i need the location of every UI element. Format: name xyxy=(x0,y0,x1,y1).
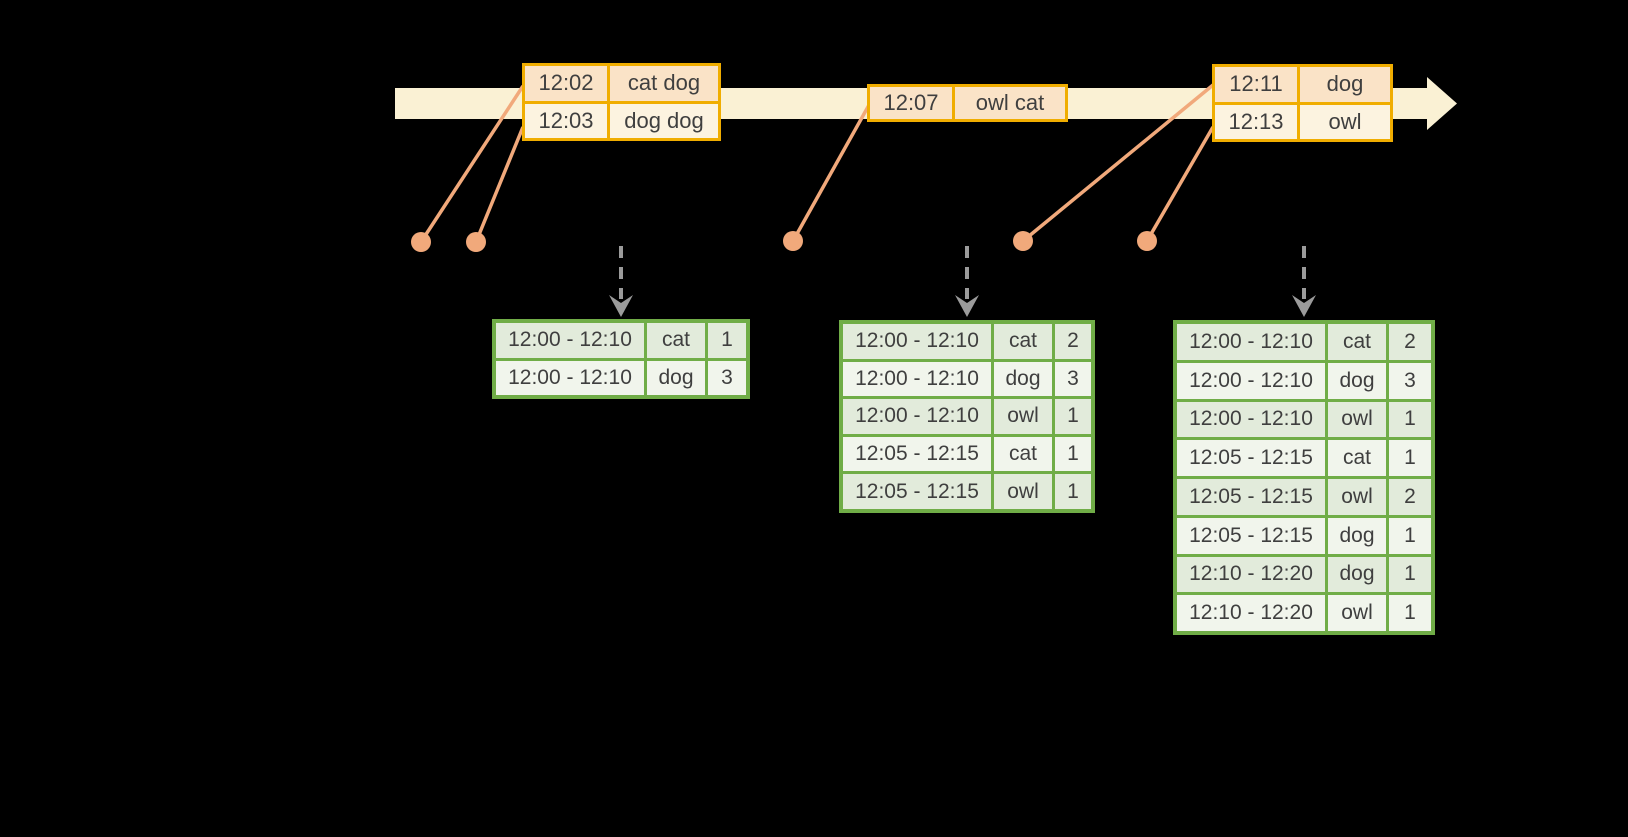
event-marker-dot xyxy=(1013,231,1033,251)
window-cell: 12:00 - 12:10 xyxy=(1177,324,1325,360)
word-cell: owl xyxy=(1328,479,1386,515)
time-cell: 12:11 xyxy=(1215,67,1297,102)
count-cell: 1 xyxy=(1389,595,1431,631)
event-marker-dot xyxy=(783,231,803,251)
count-cell: 1 xyxy=(1389,556,1431,593)
window-cell: 12:05 - 12:15 xyxy=(1177,517,1325,554)
window-cell: 12:00 - 12:10 xyxy=(1177,401,1325,438)
count-cell: 1 xyxy=(1055,399,1091,434)
word-cell: owl xyxy=(1328,595,1386,631)
count-cell: 2 xyxy=(1389,479,1431,515)
window-cell: 12:00 - 12:10 xyxy=(843,399,991,434)
window-cell: 12:05 - 12:15 xyxy=(1177,479,1325,515)
window-cell: 12:00 - 12:10 xyxy=(496,323,644,358)
words-cell: owl cat xyxy=(955,87,1065,119)
event-marker-line xyxy=(419,85,525,243)
words-cell: dog dog xyxy=(610,103,718,138)
event-marker-dot xyxy=(411,232,431,252)
window-cell: 12:05 - 12:15 xyxy=(843,474,991,509)
event-marker-dot xyxy=(1137,231,1157,251)
count-cell: 1 xyxy=(1055,474,1091,509)
time-cell: 12:03 xyxy=(525,103,607,138)
count-cell: 3 xyxy=(1389,362,1431,399)
window-cell: 12:05 - 12:15 xyxy=(1177,440,1325,476)
trigger-arrowhead-icon xyxy=(609,295,633,317)
count-cell: 1 xyxy=(1389,440,1431,476)
window-cell: 12:10 - 12:20 xyxy=(1177,595,1325,631)
word-cell: dog xyxy=(994,361,1052,397)
count-cell: 1 xyxy=(1055,436,1091,472)
count-cell: 3 xyxy=(1055,361,1091,397)
word-cell: dog xyxy=(1328,556,1386,593)
word-cell: dog xyxy=(1328,362,1386,399)
count-cell: 2 xyxy=(1389,324,1431,360)
words-cell: owl xyxy=(1300,104,1390,139)
event-marker-line xyxy=(1021,83,1215,243)
window-cell: 12:00 - 12:10 xyxy=(1177,362,1325,399)
count-cell: 1 xyxy=(708,323,746,358)
event-marker-line xyxy=(474,126,525,243)
word-cell: owl xyxy=(994,399,1052,434)
event-marker-line xyxy=(1145,126,1215,242)
window-cell: 12:00 - 12:10 xyxy=(843,361,991,397)
word-cell: cat xyxy=(1328,324,1386,360)
words-cell: cat dog xyxy=(610,66,718,101)
trigger-arrowhead-icon xyxy=(1292,295,1316,317)
window-cell: 12:00 - 12:10 xyxy=(843,324,991,359)
window-cell: 12:05 - 12:15 xyxy=(843,436,991,472)
time-cell: 12:13 xyxy=(1215,104,1297,139)
count-cell: 2 xyxy=(1055,324,1091,359)
count-cell: 1 xyxy=(1389,401,1431,438)
word-cell: cat xyxy=(647,323,705,358)
words-cell: dog xyxy=(1300,67,1390,102)
window-cell: 12:10 - 12:20 xyxy=(1177,556,1325,593)
word-cell: dog xyxy=(647,360,705,395)
word-cell: cat xyxy=(994,324,1052,359)
word-cell: cat xyxy=(994,436,1052,472)
count-cell: 3 xyxy=(708,360,746,395)
word-cell: cat xyxy=(1328,440,1386,476)
window-cell: 12:00 - 12:10 xyxy=(496,360,644,395)
word-cell: dog xyxy=(1328,517,1386,554)
trigger-arrowhead-icon xyxy=(955,295,979,317)
time-cell: 12:02 xyxy=(525,66,607,101)
time-cell: 12:07 xyxy=(870,87,952,119)
event-marker-dot xyxy=(466,232,486,252)
word-cell: owl xyxy=(1328,401,1386,438)
event-time-axis-arrowhead-icon xyxy=(1427,77,1457,130)
word-cell: owl xyxy=(994,474,1052,509)
count-cell: 1 xyxy=(1389,517,1431,554)
event-marker-line xyxy=(791,104,871,242)
